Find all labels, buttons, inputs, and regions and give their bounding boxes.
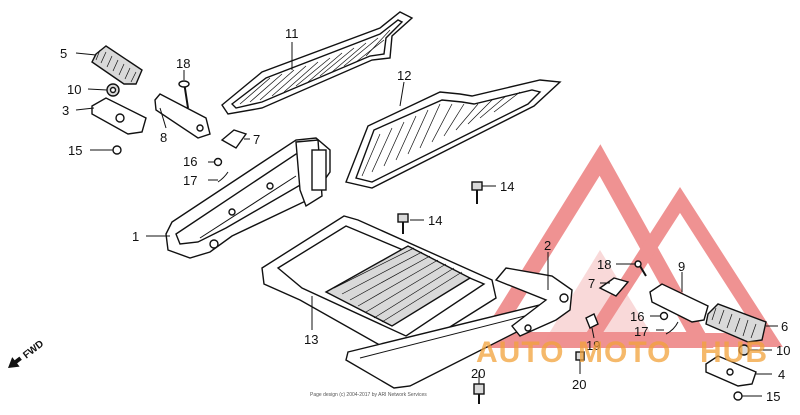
callout-7: 7 bbox=[253, 132, 260, 147]
part-7-plate-left bbox=[220, 129, 248, 149]
part-13-floor-panel bbox=[261, 215, 497, 353]
callout-17: 17 bbox=[634, 324, 648, 339]
callout-20: 20 bbox=[471, 366, 485, 381]
part-20-nut-bottom bbox=[473, 383, 485, 404]
part-16-washer-right bbox=[659, 311, 669, 321]
part-14-bolt-upper bbox=[471, 181, 483, 204]
callout-9: 9 bbox=[678, 259, 685, 274]
part-11-floor-mat-upper bbox=[221, 11, 414, 115]
part-16-washer-left bbox=[213, 157, 223, 167]
callout-15: 15 bbox=[68, 143, 82, 158]
callout-6: 6 bbox=[781, 319, 788, 334]
fwd-label: FWD bbox=[21, 339, 46, 362]
callout-10: 10 bbox=[776, 343, 790, 358]
part-6-footpeg-rubber-right bbox=[705, 303, 767, 343]
part-4-footpeg-right bbox=[705, 355, 757, 387]
callout-19: 19 bbox=[586, 338, 600, 353]
part-10-nut-right bbox=[738, 344, 750, 356]
callout-2: 2 bbox=[544, 238, 551, 253]
callout-15: 15 bbox=[766, 389, 780, 404]
callout-10: 10 bbox=[67, 82, 81, 97]
part-15-bolt-left bbox=[112, 145, 122, 155]
callout-8: 8 bbox=[160, 130, 167, 145]
callout-13: 13 bbox=[304, 332, 318, 347]
watermark-part2: MOTO bbox=[578, 336, 671, 369]
watermark-logo bbox=[473, 144, 783, 348]
callout-1: 1 bbox=[132, 229, 139, 244]
callout-5: 5 bbox=[60, 46, 67, 61]
callout-18: 18 bbox=[176, 56, 190, 71]
callout-11: 11 bbox=[285, 26, 299, 41]
watermark-text: AUTO MOTO HUB bbox=[476, 336, 768, 369]
callout-16: 16 bbox=[183, 154, 197, 169]
watermark-part3: HUB bbox=[700, 336, 768, 369]
callout-4: 4 bbox=[778, 367, 785, 382]
fwd-arrow-icon bbox=[8, 356, 22, 368]
part-7-plate-right bbox=[598, 277, 630, 297]
leader-lines bbox=[75, 42, 778, 397]
fwd-indicator: FWD bbox=[8, 339, 46, 368]
part-17-cotter-pin-right bbox=[665, 321, 679, 335]
callout-18: 18 bbox=[597, 257, 611, 272]
part-12-floor-mat-lower bbox=[345, 79, 562, 189]
callout-17: 17 bbox=[183, 173, 197, 188]
part-3-footpeg-left bbox=[91, 97, 147, 135]
part-2-bracket-right bbox=[494, 267, 573, 337]
callout-16: 16 bbox=[630, 309, 644, 324]
copyright-notice: Page design (c) 2004-2017 by ARI Network… bbox=[310, 392, 427, 398]
part-5-footpeg-rubber-left bbox=[91, 45, 143, 85]
callout-7: 7 bbox=[588, 276, 595, 291]
callouts: 5 10 3 15 18 8 7 16 17 1 11 12 14 14 13 … bbox=[60, 26, 790, 404]
callout-20: 20 bbox=[572, 377, 586, 392]
callout-12: 12 bbox=[397, 68, 411, 83]
part-9-footpeg-bracket-right bbox=[649, 283, 709, 323]
part-14-bolt-lower bbox=[397, 213, 409, 234]
callout-3: 3 bbox=[62, 103, 69, 118]
part-1-step-frame bbox=[165, 137, 331, 259]
part-10-nut-left bbox=[106, 83, 120, 97]
part-15-bolt-right bbox=[733, 391, 743, 401]
watermark-part1: AUTO bbox=[476, 336, 564, 369]
part-18-pin-left bbox=[178, 80, 190, 109]
part-17-cotter-pin-left bbox=[217, 171, 229, 183]
part-19-clip bbox=[585, 313, 599, 329]
callout-14: 14 bbox=[500, 179, 514, 194]
callout-14: 14 bbox=[428, 213, 442, 228]
part-8-footpeg-bracket bbox=[154, 93, 211, 139]
